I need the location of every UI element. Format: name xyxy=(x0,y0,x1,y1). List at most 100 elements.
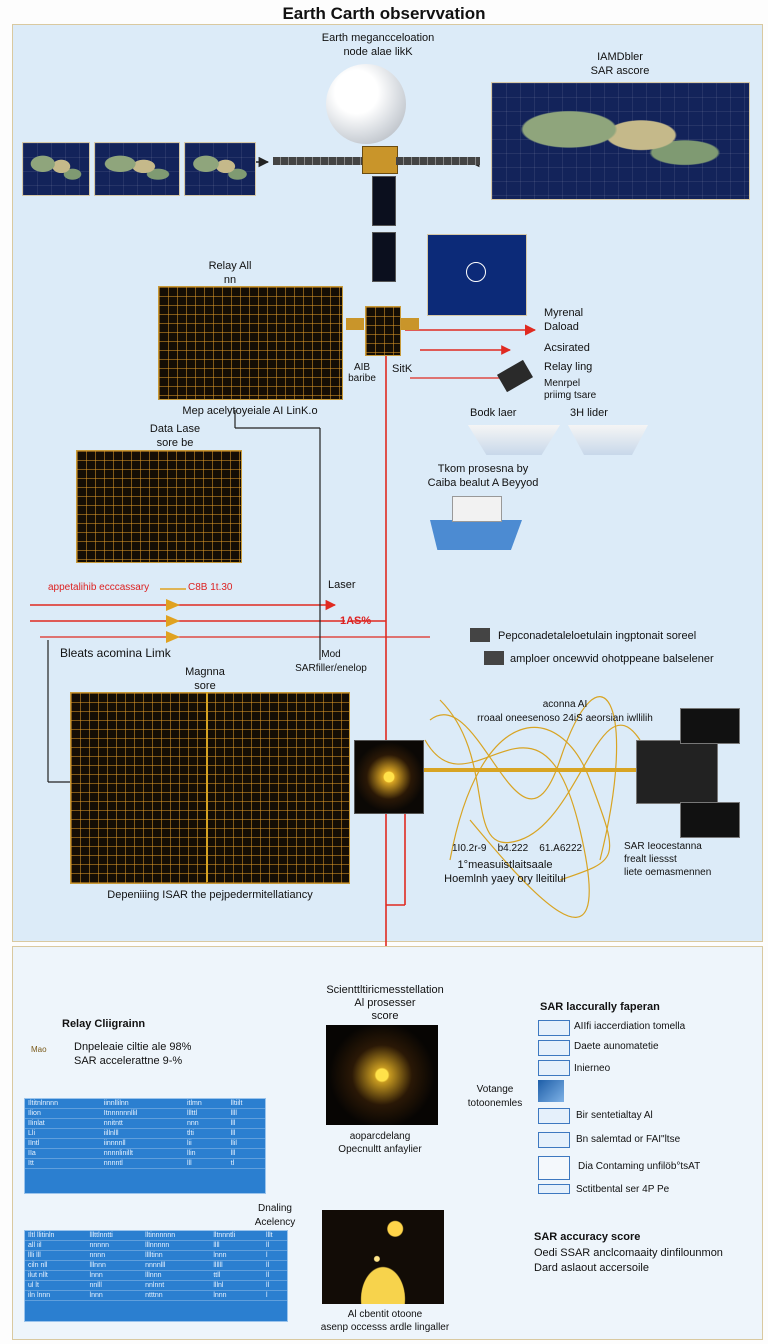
table-header-cell: lllt xyxy=(263,1231,287,1241)
legend-icon-2 xyxy=(484,651,504,665)
table-header-cell: Iltitnlnnnn xyxy=(25,1099,101,1109)
accuracy-value: C8B 1t.30 xyxy=(188,582,233,593)
voltage-label: Votange totoonemles xyxy=(467,1084,523,1109)
ai-processor-image xyxy=(326,1025,438,1125)
table-cell: lnnn xyxy=(86,1270,143,1281)
link-label: aconna AI rroaal oneesenoso 24iS aeorsia… xyxy=(477,699,653,724)
table-cell: l xyxy=(263,1250,287,1261)
solar-panel-2 xyxy=(372,232,396,282)
table-cell: Itnnnnnnllil xyxy=(100,1108,184,1119)
solar-panel-1 xyxy=(372,176,396,226)
table-cell: ciln nll xyxy=(25,1260,87,1271)
table-cell: lllltinn xyxy=(142,1250,211,1261)
table-cell: llll xyxy=(227,1108,265,1119)
list-icon-5 xyxy=(538,1108,570,1124)
sar-list-item-6: Bn salemtad or FAI"ltse xyxy=(576,1134,681,1145)
world-map-3 xyxy=(184,142,256,196)
accuracy-red-label: appetalihib ecccassary xyxy=(48,582,150,593)
table-cell: llil xyxy=(227,1138,265,1149)
table-header-cell: lllttlnntti xyxy=(86,1231,143,1241)
table-cell: iinnnnll xyxy=(100,1138,184,1149)
relay-chart-title: Relay Cliigrainn xyxy=(62,1018,146,1030)
relay-caption: Mep acelytoyeiale AI LinK.o xyxy=(182,405,318,417)
table-header-cell: lltnnntli xyxy=(210,1231,264,1241)
table-cell: ntttnn xyxy=(142,1290,211,1301)
sar-acc-title: SAR accuracy score xyxy=(534,1231,641,1243)
right-item-4: Menrpel priimg tsare xyxy=(544,378,597,401)
ship-cabin xyxy=(452,496,502,522)
right-item-1: Myrenal Daload xyxy=(544,307,584,333)
relay-grid xyxy=(158,286,343,400)
list-icon-1 xyxy=(538,1020,570,1036)
table-cell: nnn xyxy=(183,1118,228,1129)
table-cell: IIntl xyxy=(25,1138,101,1149)
laser-pct: 1AS% xyxy=(340,615,372,627)
table-cell: nnlll xyxy=(86,1280,143,1291)
table-cell: nnlnnt xyxy=(142,1280,211,1291)
table-cell: Itt xyxy=(25,1158,101,1169)
table-cell: tlti xyxy=(183,1128,228,1139)
table-header-cell: iinnllilnn xyxy=(100,1099,184,1109)
table-cell: ul lt xyxy=(25,1280,87,1291)
list-icon-6 xyxy=(538,1132,570,1148)
table-header-row: Iltl llitinln lllttlnntti lltinnnnnn llt… xyxy=(25,1231,287,1241)
table-cell: lllnnn xyxy=(86,1260,143,1271)
satellite-balloon xyxy=(326,64,406,144)
table-cell: llllll xyxy=(210,1260,264,1271)
table-cell: Lli xyxy=(25,1128,101,1139)
table-header-row: Iltitnlnnnn iinnllilnn itlmn lltiilt xyxy=(25,1099,265,1109)
solar-array-left xyxy=(273,157,362,165)
table-cell: l xyxy=(263,1290,287,1301)
table-cell: ll xyxy=(263,1270,287,1281)
values-label: 1I0.2r-9 b4.222 61.A6222 xyxy=(452,843,583,854)
sar-list-item-5: Bir sentetialtay Al xyxy=(576,1110,653,1121)
data-table-2: Iltl llitinln lllttlnntti lltinnnnnn llt… xyxy=(24,1230,288,1322)
list-icon-3 xyxy=(538,1060,570,1076)
table-cell: Ilion xyxy=(25,1108,101,1119)
sar-list-title: SAR laccurally faperan xyxy=(540,1001,660,1013)
table-cell: iillnlll xyxy=(100,1128,184,1139)
ai-chip xyxy=(354,740,424,814)
relay-arm-left xyxy=(346,318,364,330)
relay-arm-right xyxy=(401,318,419,330)
list-icon-7 xyxy=(538,1156,570,1180)
table-cell: lnnn xyxy=(210,1250,264,1261)
ai-clone-image xyxy=(322,1210,444,1304)
ship-icon xyxy=(430,520,522,550)
ground-panel-bottom xyxy=(680,802,740,838)
table-cell: lllnnnnn xyxy=(142,1240,211,1251)
sar-score-label: IAMDbler SAR ascore xyxy=(590,51,650,77)
solar-array-right xyxy=(396,157,480,165)
table-cell: ll xyxy=(263,1240,287,1251)
book-label: Bodk laer xyxy=(470,407,517,419)
sar-list-item-3: Inierneo xyxy=(574,1063,611,1074)
constellation-label: Earth megancceloation node alae likK xyxy=(321,32,435,58)
relay-label: Relay All nn xyxy=(208,260,252,286)
laser-label: Laser xyxy=(328,579,356,591)
table-cell: lnnn xyxy=(210,1290,264,1301)
opt-label: aoparcdelang Opecnultt anfaylier xyxy=(338,1131,422,1155)
right-item-2: Acsirated xyxy=(544,342,590,354)
table-cell: lll xyxy=(183,1158,228,1169)
sat-label-2: SitK xyxy=(392,363,413,375)
table-cell: IIa xyxy=(25,1148,101,1159)
table-cell: lnnn xyxy=(86,1290,143,1301)
mod-label: Mod SARfiller/enelop xyxy=(295,649,367,674)
table-cell: ll xyxy=(263,1280,287,1291)
list-icon-4 xyxy=(538,1080,564,1102)
legend-icon-1 xyxy=(470,628,490,642)
table-cell: lll xyxy=(227,1118,265,1129)
sar-list-item-2: Daete aunomatetie xyxy=(574,1041,659,1052)
satellite-body xyxy=(362,146,398,174)
table-cell: ilut nllt xyxy=(25,1270,87,1281)
ground-station xyxy=(636,740,718,804)
table-cell: lllttl xyxy=(183,1108,228,1119)
